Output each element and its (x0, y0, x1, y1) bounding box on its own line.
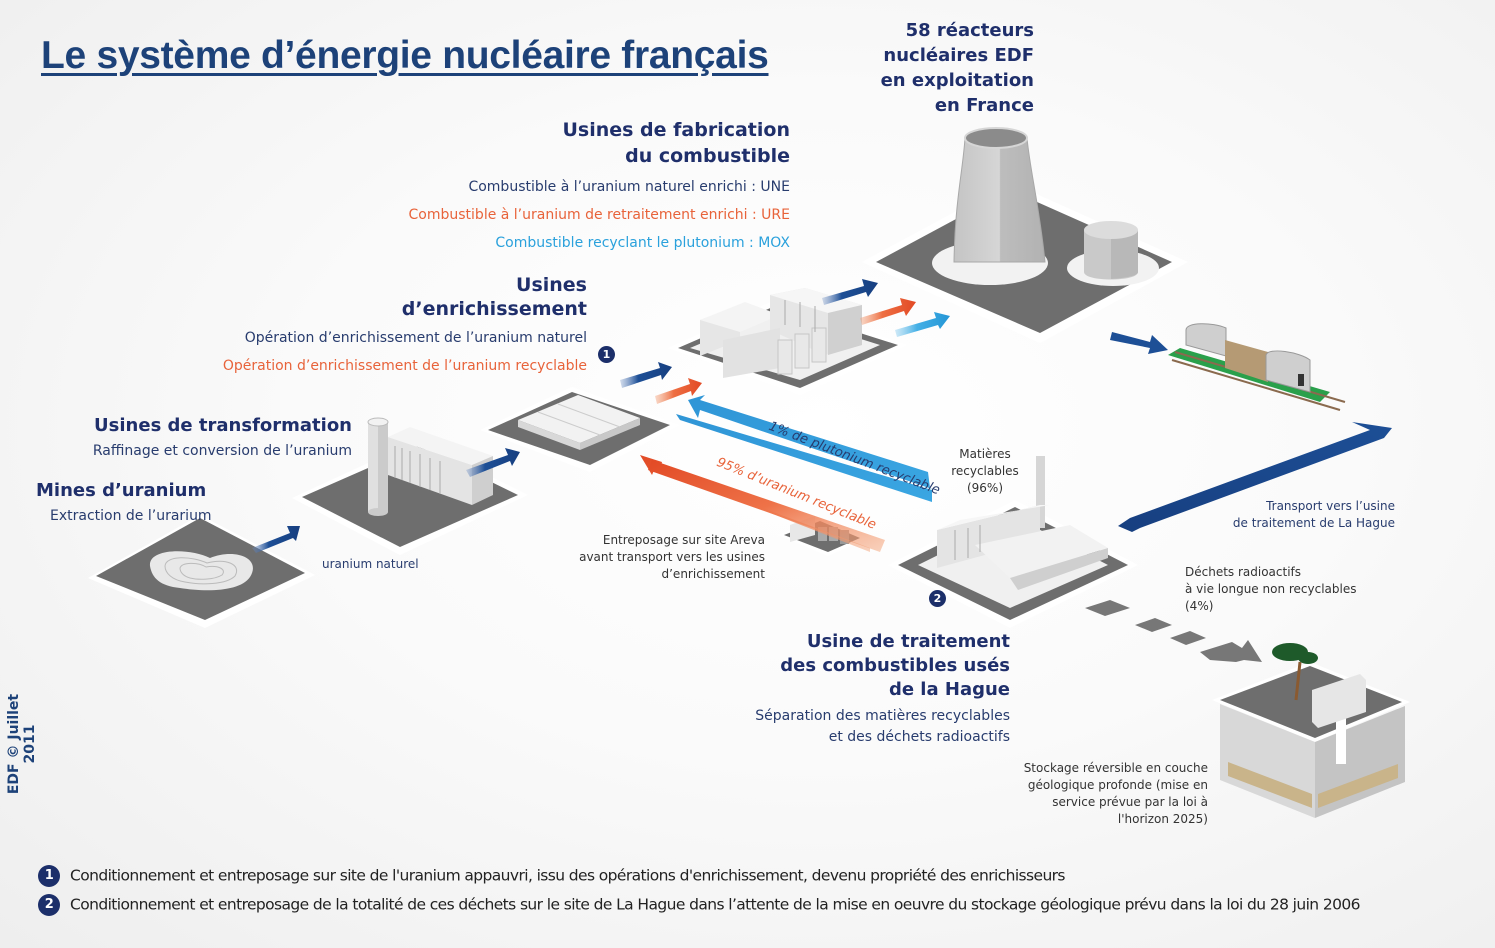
footnote-2-badge: 2 (38, 894, 60, 916)
credit-label: EDF © Juillet 2011 (6, 693, 38, 795)
arrow-plutonium (688, 395, 935, 490)
waste-line: Déchets radioactifs (1185, 565, 1302, 579)
waste-line: (4%) (1185, 599, 1214, 613)
enrichment-recyclable: Opération d’enrichissement de l’uranium … (222, 358, 587, 374)
waste-label: Déchets radioactifs à vie longue non rec… (1185, 564, 1357, 615)
fuel-fabrication-plant-illustration (668, 288, 908, 395)
areva-line: d’enrichissement (661, 567, 766, 581)
arrow-transport-hague (1118, 422, 1392, 532)
footnote-2-text: Conditionnement et entreposage de la tot… (70, 895, 1361, 914)
reactors-title-line: 58 réacteurs (905, 20, 1034, 41)
enrichment-title: Usines (516, 274, 587, 296)
transport-line: de traitement de La Hague (1232, 516, 1395, 530)
reactors-title-line: en France (934, 95, 1034, 116)
fuel-mox: Combustible recyclant le plutonium : MOX (495, 235, 790, 251)
geological-storage-label: Stockage réversible en couche géologique… (990, 760, 1208, 828)
arrow-fab-navy (822, 279, 878, 305)
flow-arrows (252, 279, 1392, 662)
transport-line: Transport vers l’usine (1266, 499, 1395, 513)
enrichment-natural: Opération d’enrichissement de l’uranium … (244, 330, 587, 346)
footnote-badge-1: 1 (598, 346, 615, 363)
arrow-natural-uranium-1 (252, 526, 300, 553)
areva-line: Entreposage sur site Areva (602, 533, 765, 547)
fuel-fabrication-title: du combustible (625, 145, 790, 167)
enrichment-plant-illustration (480, 387, 680, 472)
reprocessing-title: de la Hague (888, 679, 1010, 700)
arrow-waste (1085, 600, 1262, 662)
storage-line: Stockage réversible en couche (1023, 761, 1208, 775)
footnote-badge-2: 2 (929, 590, 946, 607)
geological-storage-illustration (1212, 643, 1410, 818)
waste-line: à vie longue non recyclables (1185, 582, 1357, 596)
transformation-title: Usines de transformation (94, 415, 352, 436)
mines-block: Mines d’uranium Extraction de l’urarium (36, 478, 212, 529)
reprocessing-plant-illustration (888, 456, 1138, 628)
arrow-fab-orange (860, 298, 916, 325)
reactor-illustration (862, 127, 1188, 343)
reactors-title: 58 réacteurs nucléaires EDF en exploitat… (860, 18, 1034, 118)
fuel-fabrication-title: Usines de fabrication (562, 119, 790, 141)
fuel-une: Combustible à l’uranium naturel enrichi … (468, 179, 790, 195)
arrow-natural-uranium-2 (466, 448, 520, 477)
reactors-title-line: nucléaires EDF (883, 45, 1034, 66)
arrow-fab-sky (895, 312, 950, 337)
page-title: Le système d’énergie nucléaire français (41, 34, 769, 77)
storage-line: l'horizon 2025) (1117, 812, 1208, 826)
areva-line: avant transport vers les usines (579, 550, 765, 564)
reprocessing-title: Usine de traitement (806, 631, 1010, 652)
natural-uranium-label: uranium naturel (322, 557, 419, 571)
arrow-enrichment-orange (655, 378, 702, 404)
reprocessing-title: des combustibles usés (780, 655, 1010, 676)
transformation-subtitle: Raffinage et conversion de l’uranium (92, 443, 352, 459)
transformation-block: Usines de transformation Raffinage et co… (40, 413, 352, 464)
recyclable-line: Matières (959, 447, 1011, 461)
reactors-title-line: en exploitation (880, 70, 1034, 91)
fuel-fabrication-block: Usines de fabrication du combustible Com… (370, 117, 790, 257)
arrow-to-train (1110, 332, 1168, 354)
footnote-1-text: Conditionnement et entreposage sur site … (70, 866, 1066, 885)
recyclable-line: recyclables (951, 464, 1019, 478)
fuel-ure: Combustible à l’uranium de retraitement … (408, 207, 790, 223)
recyclable-line: (96%) (966, 481, 1004, 495)
enrichment-block: Usines d’enrichissement Opération d’enri… (190, 273, 587, 380)
areva-storage-label: Entreposage sur site Areva avant transpo… (560, 532, 765, 583)
reprocessing-block: Usine de traitement des combustibles usé… (700, 630, 1010, 748)
transport-hague-label: Transport vers l’usine de traitement de … (1200, 498, 1395, 532)
arrow-enrichment-navy (620, 362, 672, 388)
storage-line: géologique profonde (mise en (1027, 778, 1208, 792)
recyclable-materials-label: Matières recyclables (96%) (940, 446, 1030, 497)
enrichment-title: d’enrichissement (401, 298, 587, 320)
storage-line: service prévue par la loi à (1052, 795, 1208, 809)
footnote-1: 1 Conditionnement et entreposage sur site… (38, 865, 1066, 887)
mines-title: Mines d’uranium (36, 480, 207, 501)
mines-subtitle: Extraction de l’urarium (50, 508, 212, 524)
mine-illustration (88, 515, 315, 628)
reprocessing-subtitle: et des déchets radioactifs (828, 729, 1010, 745)
footnote-1-badge: 1 (38, 865, 60, 887)
train-illustration (1168, 323, 1346, 411)
footnote-2: 2 Conditionnement et entreposage de la to… (38, 894, 1361, 916)
reprocessing-subtitle: Séparation des matières recyclables (755, 708, 1010, 724)
